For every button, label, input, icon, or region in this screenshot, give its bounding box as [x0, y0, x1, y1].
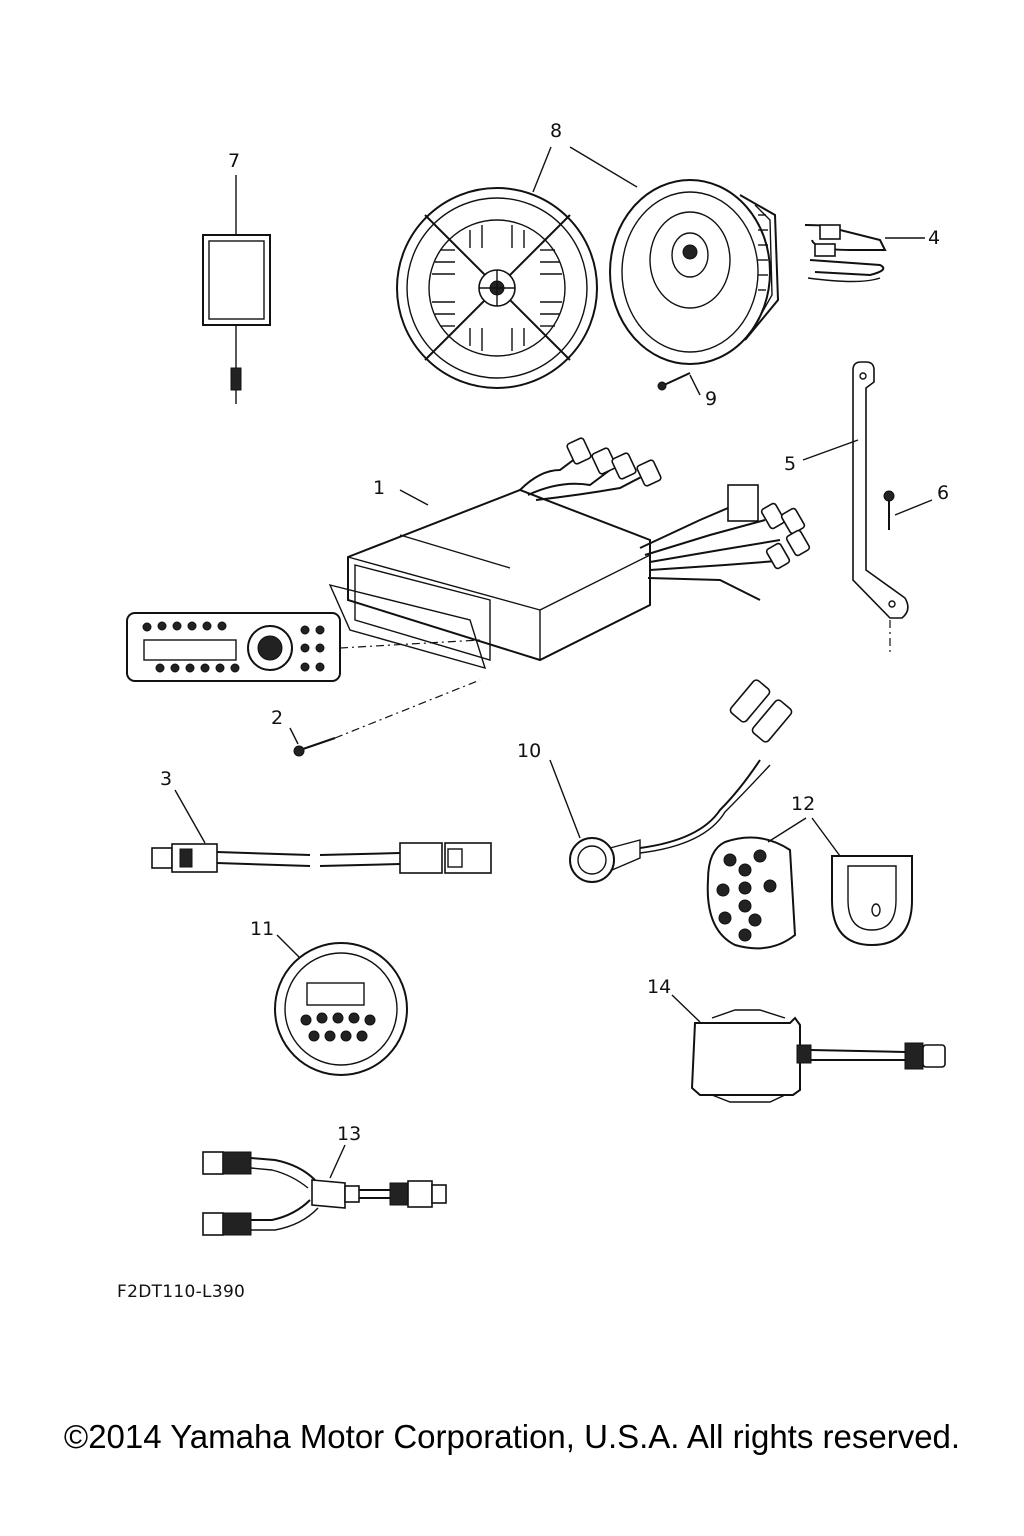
callout-9: 9	[705, 388, 717, 410]
part-10-plug	[549, 679, 793, 883]
part-12-holder	[831, 855, 913, 947]
callout-14: 14	[647, 976, 671, 998]
part-2-screw	[289, 679, 481, 757]
callout-12: 12	[791, 793, 815, 815]
part-7-module	[202, 175, 271, 404]
part-1-stereo-unit	[328, 437, 811, 670]
part-8-speaker-grille	[396, 187, 598, 389]
part-12-remote	[706, 836, 797, 950]
part-14-module	[671, 994, 946, 1103]
part-8-speaker-driver	[609, 179, 780, 365]
callout-11: 11	[250, 918, 274, 940]
callout-4: 4	[928, 227, 940, 249]
part-9-screw	[657, 372, 701, 396]
callout-13: 13	[337, 1123, 361, 1145]
copyright-notice: ©2014 Yamaha Motor Corporation, U.S.A. A…	[63, 1418, 961, 1455]
part-1-faceplate	[126, 612, 481, 682]
part-4-harness	[804, 224, 925, 283]
callout-5: 5	[784, 453, 796, 475]
callout-10: 10	[517, 740, 541, 762]
callout-8: 8	[550, 120, 562, 142]
part-6-screw	[883, 490, 933, 530]
reference-code: F2DT110-L390	[117, 1282, 246, 1302]
callout-3: 3	[160, 768, 172, 790]
part-13-y-adapter	[202, 1144, 447, 1236]
callout-6: 6	[937, 482, 949, 504]
part-5-bracket	[802, 361, 909, 655]
part-11-control-unit	[274, 934, 408, 1076]
callout-1: 1	[373, 477, 385, 499]
part-3-cable	[151, 789, 492, 874]
callout-2: 2	[271, 707, 283, 729]
callout-7: 7	[228, 150, 240, 172]
